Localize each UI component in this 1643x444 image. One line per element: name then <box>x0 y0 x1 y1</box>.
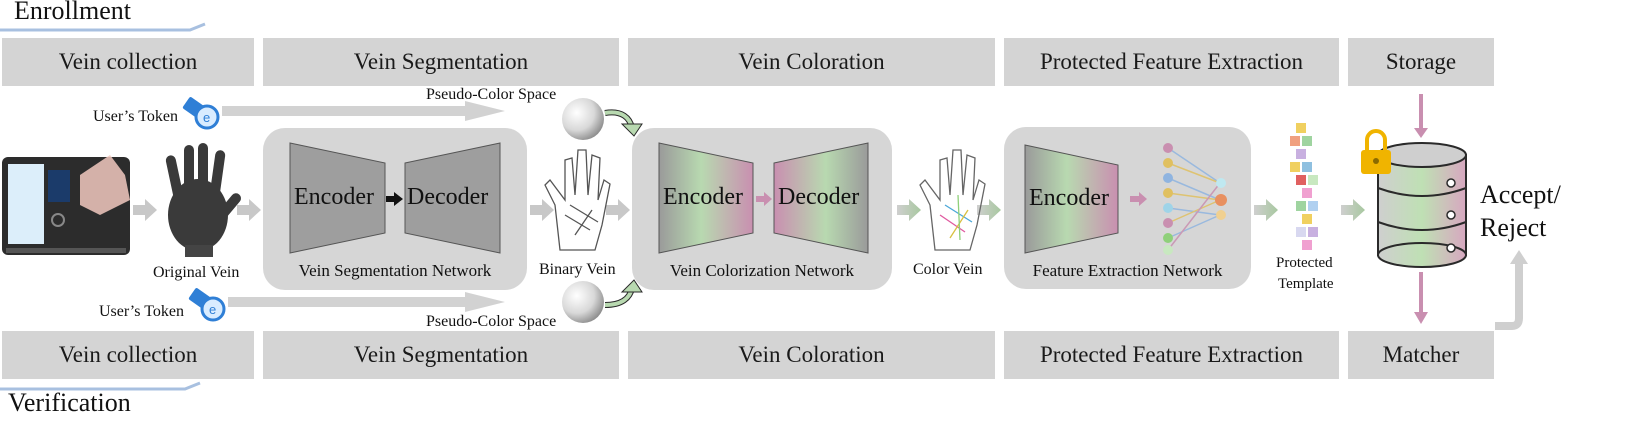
feature-encoder-shape <box>1024 144 1119 254</box>
arrow-template-to-db <box>1341 199 1365 221</box>
protected-template-blocks <box>1290 123 1318 250</box>
seg-decoder-label: Decoder <box>407 184 489 210</box>
arrow-vein-to-seg <box>237 199 261 221</box>
stage-bottom-vein-collection: Vein collection <box>2 331 254 379</box>
color-network-caption: Vein Colorization Network <box>669 261 855 280</box>
storage-down-arrow <box>1414 94 1428 138</box>
lock-icon <box>1361 129 1391 174</box>
color-vein-label: Color Vein <box>913 261 983 278</box>
color-decoder-shape <box>773 142 869 254</box>
enrollment-arrow <box>0 22 206 32</box>
decision-label-2: Reject <box>1480 213 1547 242</box>
stage-top-vein-segmentation: Vein Segmentation <box>263 38 619 86</box>
color-enc-dec-arrow <box>756 192 772 206</box>
stage-top-vein-collection: Vein collection <box>2 38 254 86</box>
seg-encoder-label: Encoder <box>294 184 374 210</box>
arrow-device-to-vein <box>133 199 157 221</box>
seg-network-caption: Vein Segmentation Network <box>298 261 492 280</box>
token-bottom-arrow <box>228 292 505 312</box>
seg-encoder-shape <box>289 142 386 254</box>
decision-label-1: Accept/ <box>1480 180 1561 209</box>
arrow-color-vein-out <box>977 199 1001 221</box>
feature-nn-graph <box>1163 143 1227 255</box>
stage-bottom-vein-segmentation: Vein Segmentation <box>263 331 619 379</box>
stage-bottom-vein-coloration: Vein Coloration <box>628 331 995 379</box>
verification-arrow <box>0 381 201 391</box>
original-vein-hand <box>165 143 241 257</box>
feature-network-caption: Feature Extraction Network <box>1032 261 1223 280</box>
color-encoder-shape <box>658 142 754 254</box>
pseudo-sphere-top <box>562 98 604 140</box>
color-encoder-label: Encoder <box>663 184 743 210</box>
binary-vein-label: Binary Vein <box>539 261 616 278</box>
binary-vein-hand <box>544 149 611 251</box>
scanner-device <box>2 155 130 255</box>
stage-bottom-matcher: Matcher <box>1348 331 1494 379</box>
feature-encoder-label: Encoder <box>1029 185 1109 211</box>
seg-enc-dec-arrow <box>386 192 403 206</box>
enrollment-title: Enrollment <box>14 0 131 25</box>
token-top-arrow <box>222 101 505 121</box>
stage-top-storage: Storage <box>1348 38 1494 86</box>
seg-decoder-shape <box>404 142 501 254</box>
usb-token-icon-top: e <box>182 97 220 130</box>
matcher-down-arrow <box>1414 272 1428 324</box>
database-icon <box>1377 142 1467 268</box>
protected-template-label-2: Template <box>1278 276 1334 292</box>
svg-text:e: e <box>209 302 216 317</box>
stage-top-vein-coloration: Vein Coloration <box>628 38 995 86</box>
usb-token-icon-bottom: e <box>188 288 226 322</box>
pseudo-color-top-label: Pseudo-Color Space <box>426 86 557 103</box>
svg-text:e: e <box>203 110 210 125</box>
pseudo-sphere-bottom <box>562 281 604 323</box>
color-vein-hand <box>919 149 986 251</box>
matcher-to-decision-arrow <box>1495 262 1523 330</box>
verification-title: Verification <box>8 388 131 417</box>
protected-template-label-1: Protected <box>1276 255 1333 271</box>
token-top-label: User’s Token <box>93 108 178 125</box>
stage-bottom-protected-feature-extraction: Protected Feature Extraction <box>1004 331 1339 379</box>
arrow-feature-out <box>1254 199 1278 221</box>
color-decoder-label: Decoder <box>778 184 860 210</box>
stage-top-protected-feature-extraction: Protected Feature Extraction <box>1004 38 1339 86</box>
original-vein-label: Original Vein <box>153 264 240 281</box>
feature-enc-arrow <box>1130 192 1147 206</box>
arrow-seg-to-binary <box>530 199 554 221</box>
arrow-color-net-out <box>897 199 921 221</box>
arrow-binary-to-color <box>606 199 630 221</box>
pseudo-color-bottom-label: Pseudo-Color Space <box>426 313 557 330</box>
token-bottom-label: User’s Token <box>99 303 184 320</box>
